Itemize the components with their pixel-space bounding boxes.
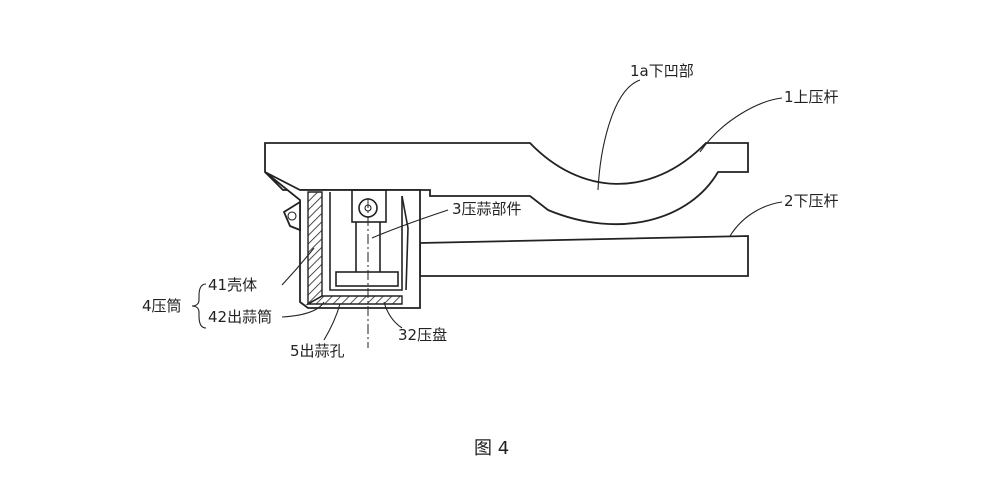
pin-housing	[351, 189, 387, 223]
leader-press-plate	[383, 301, 403, 329]
brace	[191, 283, 207, 329]
lower-lever	[419, 235, 749, 277]
leader-outlet-cylinder	[281, 301, 325, 318]
pivot-ear	[282, 200, 301, 232]
label-lower-lever: 2下压杆	[784, 192, 839, 210]
leader-lower-lever	[729, 201, 783, 237]
label-press-plate: 32压盘	[398, 326, 447, 344]
label-concave-part: 1a下凹部	[630, 62, 694, 80]
shell-wall	[307, 191, 323, 306]
leader-upper-lever	[699, 97, 783, 153]
label-outlet-cylinder: 42出蒜筒	[208, 308, 272, 326]
pivot-hole	[287, 211, 297, 221]
outlet-cylinder-bottom	[305, 295, 403, 305]
inner-right-wall	[401, 195, 409, 291]
label-outlet-hole: 5出蒜孔	[290, 342, 345, 360]
leader-outlet-hole	[323, 303, 341, 341]
press-cylinder-body	[264, 171, 421, 309]
label-pressing-part: 3压蒜部件	[452, 200, 522, 218]
label-upper-lever: 1上压杆	[784, 88, 839, 106]
figure-caption: 图 4	[474, 438, 509, 459]
leader-pressing-part	[371, 209, 449, 239]
label-press-cylinder: 4压筒	[142, 297, 182, 315]
inner-chamber	[329, 192, 403, 291]
upper-lever	[264, 142, 749, 226]
press-plate	[335, 271, 399, 287]
leader-concave	[597, 79, 641, 191]
label-shell: 41壳体	[208, 276, 257, 294]
leader-shell	[281, 247, 315, 286]
